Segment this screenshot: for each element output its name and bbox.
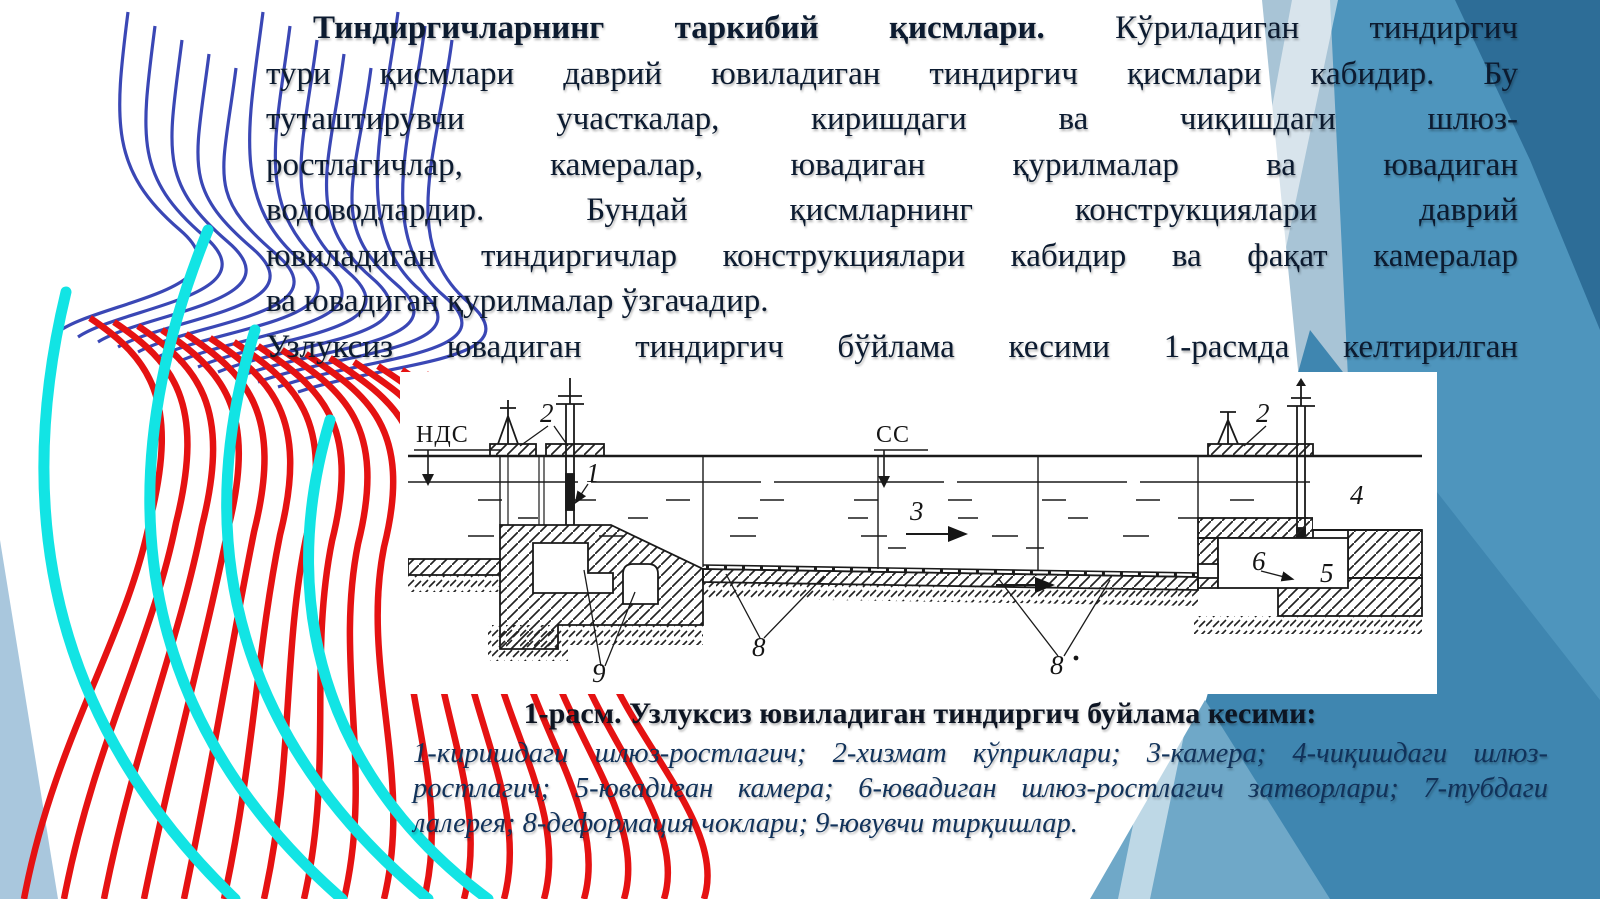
paragraph-line: Узлуксиз ювадиган тиндиргич бўйлама кеси… bbox=[266, 328, 1518, 365]
level-marks bbox=[414, 449, 928, 488]
caption-line: ростлагич; 5-ювадиган камера; 6-ювадиган… bbox=[413, 773, 1548, 804]
label-6: 6 bbox=[1252, 546, 1266, 576]
label-5: 5 bbox=[1320, 558, 1334, 588]
figure-caption-title: 1-расм. Узлуксиз ювиладиган тиндиргич бу… bbox=[523, 697, 1317, 730]
settling-basin-diagram: НДС СС 1 2 3 2 4 5 6 8 8 9 bbox=[408, 378, 1423, 688]
ss-label: СС bbox=[876, 422, 910, 448]
cyan-lines bbox=[38, 224, 494, 899]
corner-wedge bbox=[0, 540, 58, 899]
caption-line: лалерея; 8-деформация чоклари; 9-ювувчи … bbox=[413, 808, 1078, 839]
label-1: 1 bbox=[586, 458, 600, 488]
flow-arrows bbox=[906, 526, 1055, 593]
diagram-labels: НДС СС 1 2 3 2 4 5 6 8 8 9 bbox=[416, 398, 1364, 688]
caption-line: 1-киришдаги шлюз-ростлагич; 2-хизмат кўп… bbox=[413, 738, 1548, 769]
paragraph-line: туташтирувчи участкалар, киришдаги ва чи… bbox=[266, 101, 1518, 137]
label-8-prime-dot bbox=[1073, 655, 1079, 661]
outlet-structure bbox=[1194, 378, 1423, 634]
label-8-left: 8 bbox=[752, 632, 766, 662]
paragraph-line: Тиндиргичларнинг таркибий қисмлари. Кўри… bbox=[266, 6, 1518, 52]
label-9: 9 bbox=[592, 658, 606, 688]
paragraph-line: ва ювадиган қурилмалар ўзгачадир. bbox=[266, 283, 769, 319]
label-4: 4 bbox=[1350, 480, 1364, 510]
paragraph-line: тури қисмлари даврий ювиладиган тиндирги… bbox=[266, 55, 1518, 92]
label-8-right: 8 bbox=[1050, 650, 1064, 680]
intake-structure bbox=[408, 378, 704, 650]
body-paragraph: Тиндиргичларнинг таркибий қисмлари. Кўри… bbox=[266, 6, 1518, 370]
basin-chamber bbox=[488, 456, 1199, 661]
label-2-right: 2 bbox=[1256, 398, 1270, 428]
label-2-left: 2 bbox=[540, 398, 554, 428]
paragraph-line: ростлагичлар, камералар, ювадиган қурилм… bbox=[266, 146, 1518, 183]
paragraph-bold-lead: Тиндиргичларнинг таркибий қисмлари. bbox=[313, 10, 1045, 46]
label-3: 3 bbox=[909, 496, 924, 526]
paragraph-line: водоводлардир. Бундай қисмларнинг констр… bbox=[266, 192, 1518, 228]
paragraph-line: ювиладиган тиндиргичлар конструкциялари … bbox=[266, 237, 1518, 274]
leader-lines bbox=[519, 425, 1295, 667]
figure-caption-body: 1-киришдаги шлюз-ростлагич; 2-хизмат кўп… bbox=[413, 736, 1548, 841]
nds-label: НДС bbox=[416, 422, 469, 448]
paragraph-line1-rest: Кўриладиган тиндиргич bbox=[1044, 10, 1518, 46]
